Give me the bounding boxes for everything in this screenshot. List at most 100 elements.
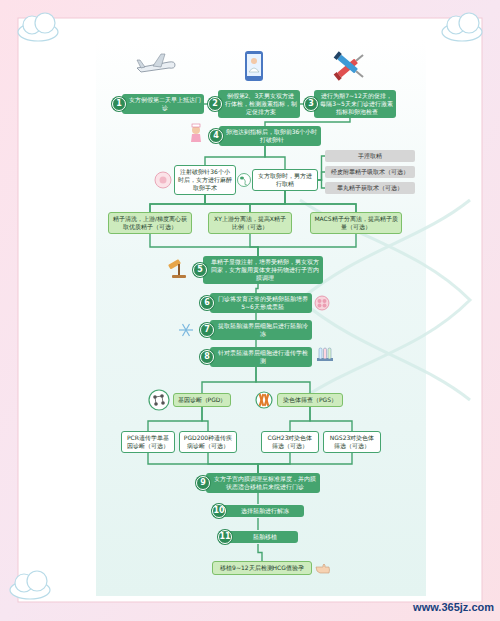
process-step: 7提取胚胎滋养层细胞后进行胚胎冷冻 [200, 320, 312, 340]
blastocyst-icon [315, 296, 329, 310]
step-number: 7 [200, 323, 214, 337]
box-text: 精子清洗，上游/梯度离心获取优质精子（可选） [112, 215, 188, 231]
syringe-icon [334, 51, 366, 80]
flow-connector [318, 156, 325, 180]
egg-cell-icon [155, 172, 171, 188]
box-text: 注射破卵针36个小时后，女方进行麻醉取卵手术 [178, 168, 232, 191]
box-text: 门诊将发育正常的受精卵胚胎培养5~6天形成囊胚 [210, 293, 312, 313]
branch-box: PGD200种遗传疾病诊断（可选） [179, 431, 237, 453]
box-text: 单精子显微注射，培养受精卵，男女双方回家，女方服用黄体支持药物进行子宫内膜调理 [203, 256, 323, 283]
flow-connector [318, 180, 325, 188]
process-step: 8针对囊胚滋养层细胞进行遗传学检测 [200, 347, 312, 367]
branch-box: 注射破卵针36个小时后，女方进行麻醉取卵手术 [174, 165, 236, 194]
step-number: 5 [193, 263, 207, 277]
nurse-icon [191, 124, 201, 142]
box-text: 女方取卵时，男方进行取精 [256, 172, 314, 188]
cloud-decor [10, 13, 482, 599]
test-tube-icon [317, 348, 333, 361]
microinjection-icon [168, 259, 186, 278]
step-number: 4 [209, 129, 223, 143]
step-number: 9 [196, 476, 210, 490]
box-text: 提取胚胎滋养层细胞后进行胚胎冷冻 [210, 320, 312, 340]
option-box: 基因诊断（PGD） [173, 393, 231, 407]
branch-box: CGH23对染色体筛选（可选） [261, 431, 319, 453]
process-step: 11胚胎移植 [218, 530, 298, 544]
process-step: 4卵泡达到指标后，取卵前36个小时打破卵针 [209, 126, 321, 146]
step-number: 2 [208, 97, 222, 111]
step-number: 10 [212, 504, 226, 518]
flow-connector [258, 544, 262, 561]
box-text: PCR遗传学单基因诊断（可选） [125, 434, 171, 450]
process-step: 1女方例假第二天早上抵达门诊 [112, 94, 204, 114]
flow-connector [148, 453, 258, 473]
flow-connector [202, 367, 256, 393]
flow-connector [257, 518, 258, 530]
box-text: 睾丸精子获取术（可选） [328, 184, 412, 192]
flow-connector [255, 340, 256, 347]
option-box: 染色体筛查（PGS） [277, 393, 343, 407]
step-number: 6 [200, 296, 214, 310]
branch-box: NGS23对染色体筛选（可选） [323, 431, 381, 453]
snowflake-icon [179, 324, 193, 336]
process-step: 6门诊将发育正常的受精卵胚胎培养5~6天形成囊胚 [200, 293, 312, 313]
flow-connector [258, 453, 290, 473]
flow-connector [290, 407, 310, 431]
box-text: PGD200种遗传疾病诊断（可选） [183, 434, 233, 450]
box-text: 胚胎移植 [228, 531, 298, 543]
step-number: 3 [304, 97, 318, 111]
flow-connector [202, 407, 208, 431]
flow-connector [318, 172, 325, 180]
flow-connector [265, 146, 285, 169]
step-number: 1 [112, 97, 126, 111]
method-option: 经皮附睾精子吸取术（可选） [325, 166, 415, 178]
flow-connector [256, 284, 258, 294]
branch-box: 女方取卵时，男方进行取精 [252, 169, 318, 191]
watermark: www.365jz.com [413, 601, 494, 614]
flow-connector [258, 453, 352, 473]
flow-connector [256, 367, 310, 393]
option-box: 移植9~12天后检测HCG值验孕 [212, 561, 312, 575]
box-text: 卵泡达到指标后，取卵前36个小时打破卵针 [219, 126, 321, 146]
flow-connector [250, 191, 285, 212]
flow-connector [257, 493, 258, 504]
white-panel [18, 18, 482, 602]
teal-ground [96, 40, 426, 596]
box-text: 移植9~12天后检测HCG值验孕 [216, 564, 308, 572]
flow-connector [205, 146, 265, 166]
box-text: MACS精子分离法，提高精子质量（可选） [314, 215, 398, 231]
flow-connector [148, 407, 202, 431]
option-box: XY上游分离法，提高X精子比例（可选） [208, 212, 292, 234]
box-text: 染色体筛查（PGS） [281, 396, 339, 404]
process-step: 5单精子显微注射，培养受精卵，男女双方回家，女方服用黄体支持药物进行子宫内膜调理 [193, 256, 323, 283]
process-step: 2例假第2、3天男女双方进行体检，检测激素指标，制定促排方案 [208, 90, 300, 117]
dna-helix [300, 200, 470, 400]
box-text: 进行为期7~12天的促排，每隔3~5天来门诊进行激素指标和卵泡检查 [314, 90, 396, 117]
box-text: 选择胚胎进行解冻 [222, 505, 304, 517]
method-option: 睾丸精子获取术（可选） [325, 182, 415, 194]
flow-connector [285, 191, 356, 212]
box-text: 手淫取精 [328, 152, 412, 160]
molecule-icon [149, 390, 169, 410]
flow-connector [208, 453, 258, 473]
flow-connector [310, 407, 352, 431]
step-number: 8 [200, 350, 214, 364]
box-text: 女方子宫内膜调理至标准厚度，并内膜状态适合移植后来院进行门诊 [206, 473, 320, 493]
flow-connector [150, 234, 258, 257]
flow-connector [255, 313, 256, 320]
box-text: XY上游分离法，提高X精子比例（可选） [212, 215, 288, 231]
flow-connector [250, 234, 258, 257]
box-text: 基因诊断（PGD） [177, 396, 227, 404]
option-box: MACS精子分离法，提高精子质量（可选） [310, 212, 402, 234]
sperm-icon [238, 174, 251, 187]
method-option: 手淫取精 [325, 150, 415, 162]
flow-connector [258, 234, 356, 257]
box-text: 针对囊胚滋养层细胞进行遗传学检测 [210, 347, 312, 367]
process-step: 3进行为期7~12天的促排，每隔3~5天来门诊进行激素指标和卵泡检查 [304, 90, 396, 117]
airplane-icon [137, 54, 175, 72]
box-text: CGH23对染色体筛选（可选） [265, 434, 315, 450]
box-text: 例假第2、3天男女双方进行体检，检测激素指标，制定促排方案 [218, 90, 300, 117]
chromosome-icon [256, 392, 272, 408]
box-text: 女方例假第二天早上抵达门诊 [122, 94, 204, 114]
